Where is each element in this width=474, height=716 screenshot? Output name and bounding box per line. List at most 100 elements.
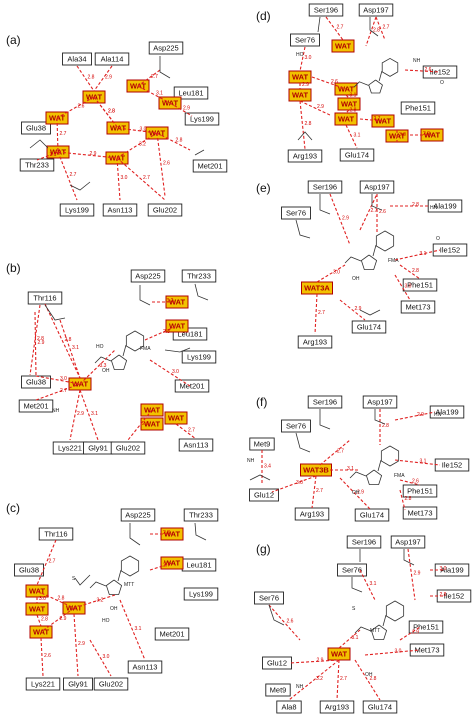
residue-label: Ser196 bbox=[313, 398, 337, 407]
ligand-label: MTT bbox=[124, 582, 134, 588]
residue-label: Ala199 bbox=[435, 408, 458, 417]
hydrogen-bond bbox=[93, 65, 113, 92]
hydrogen-bond bbox=[137, 85, 171, 104]
distance-label: 2.8 bbox=[37, 336, 44, 342]
residue-label: Glu12 bbox=[254, 491, 274, 500]
residue-label: Leu181 bbox=[177, 330, 202, 339]
water-label: WAT bbox=[331, 650, 348, 659]
distance-label: 2.9 bbox=[183, 106, 190, 112]
hydrogen-bond bbox=[40, 607, 75, 633]
distance-label: 2.7 bbox=[340, 676, 347, 682]
distance-label: 2.8 bbox=[373, 28, 380, 34]
residue-label: Glu202 bbox=[153, 206, 177, 215]
residue-box bbox=[427, 199, 463, 213]
hydrogen-bond bbox=[319, 439, 351, 466]
hydrogen-bond bbox=[127, 409, 153, 441]
hydrogen-bond bbox=[271, 475, 317, 493]
covalent-bond bbox=[359, 309, 381, 316]
residue-label: Thr233 bbox=[187, 272, 211, 281]
residue-label: Glu174 bbox=[357, 323, 381, 332]
residue-box bbox=[181, 350, 217, 364]
atom-label: HN bbox=[430, 205, 438, 211]
covalent-bond bbox=[382, 614, 387, 627]
hydrogen-bond bbox=[137, 69, 161, 87]
distance-label: 2.9 bbox=[317, 104, 324, 110]
covalent-bond bbox=[125, 330, 145, 352]
residue-box bbox=[351, 320, 387, 334]
hydrogen-bond bbox=[345, 109, 350, 114]
residue-box bbox=[390, 535, 426, 549]
hydrogen-bond bbox=[36, 614, 42, 627]
covalent-bond bbox=[249, 474, 271, 481]
panel-label: (a) bbox=[6, 33, 21, 47]
residue-label: Ala34 bbox=[67, 55, 86, 64]
distance-label: 3.0 bbox=[399, 132, 406, 138]
covalent-bond bbox=[370, 624, 388, 640]
residue-label: Ala114 bbox=[101, 55, 124, 64]
distance-label: 2.7 bbox=[371, 208, 378, 214]
residue-label: Ile152 bbox=[430, 68, 450, 77]
residue-box bbox=[110, 441, 146, 455]
residue-label: Lys221 bbox=[58, 444, 82, 453]
hydrogen-bond bbox=[404, 69, 441, 73]
distance-label: 2.7 bbox=[337, 449, 344, 455]
hydrogen-bond bbox=[169, 102, 193, 117]
distance-label: 3.1 bbox=[352, 635, 359, 641]
residue-box bbox=[307, 395, 343, 409]
residue-label: Asp197 bbox=[395, 538, 420, 547]
atom-label: OH bbox=[352, 276, 360, 282]
residue-label: Ser76 bbox=[342, 566, 362, 575]
hydrogen-bond bbox=[93, 96, 119, 129]
hydrogen-bond bbox=[156, 132, 166, 197]
hydrogen-bond bbox=[57, 151, 78, 201]
covalent-bond bbox=[69, 181, 91, 191]
residue-label: Ser76 bbox=[259, 594, 279, 603]
distance-label: 3.0 bbox=[39, 596, 46, 602]
hydrogen-bond bbox=[289, 659, 340, 664]
residue-box bbox=[287, 149, 323, 163]
residue-box bbox=[400, 101, 436, 115]
residue-label: Gly91 bbox=[68, 680, 88, 689]
residue-box bbox=[192, 159, 228, 173]
hydrogen-bond bbox=[144, 325, 178, 341]
distance-label: 3.2 bbox=[139, 142, 146, 148]
covalent-bond bbox=[368, 79, 383, 94]
distance-label: 2.9 bbox=[38, 340, 45, 346]
residue-label: Glu174 bbox=[345, 151, 369, 160]
water-label: WAT bbox=[292, 91, 309, 100]
residue-label: Phe151 bbox=[407, 487, 433, 496]
covalent-bond bbox=[120, 555, 140, 577]
distance-label: 2.7 bbox=[163, 563, 170, 569]
distance-label: 3.0 bbox=[296, 480, 303, 486]
panel-label: (c) bbox=[6, 501, 20, 515]
residue-label: Met201 bbox=[159, 630, 184, 639]
covalent-bond bbox=[129, 523, 141, 546]
distance-label: 2.9 bbox=[105, 75, 112, 81]
hydrogen-bond bbox=[69, 389, 81, 441]
distance-label: 2.7 bbox=[337, 25, 344, 31]
covalent-bond bbox=[29, 139, 49, 149]
residue-box bbox=[297, 335, 333, 349]
hydrogen-bond bbox=[40, 637, 44, 677]
hydrogen-bond bbox=[339, 299, 366, 321]
residue-label: Phe151 bbox=[405, 104, 431, 113]
atom-label: HO bbox=[96, 344, 104, 350]
residue-label: Arg193 bbox=[325, 703, 349, 712]
distance-label: 2.8 bbox=[405, 496, 412, 502]
atom-label: NH bbox=[52, 408, 60, 414]
hydrogen-bond bbox=[354, 659, 381, 701]
distance-label: 2.9 bbox=[423, 131, 430, 137]
distance-label: 2.9 bbox=[77, 411, 84, 417]
residue-box bbox=[362, 700, 398, 714]
residue-box bbox=[120, 508, 156, 522]
hydrogen-bond bbox=[44, 303, 81, 379]
hydrogen-bond bbox=[76, 65, 95, 92]
hydrogen-bond bbox=[36, 539, 57, 586]
covalent-bond bbox=[297, 131, 313, 141]
hydrogen-bond bbox=[399, 264, 421, 280]
residue-box bbox=[147, 203, 183, 217]
atom-label: HO bbox=[296, 52, 304, 58]
